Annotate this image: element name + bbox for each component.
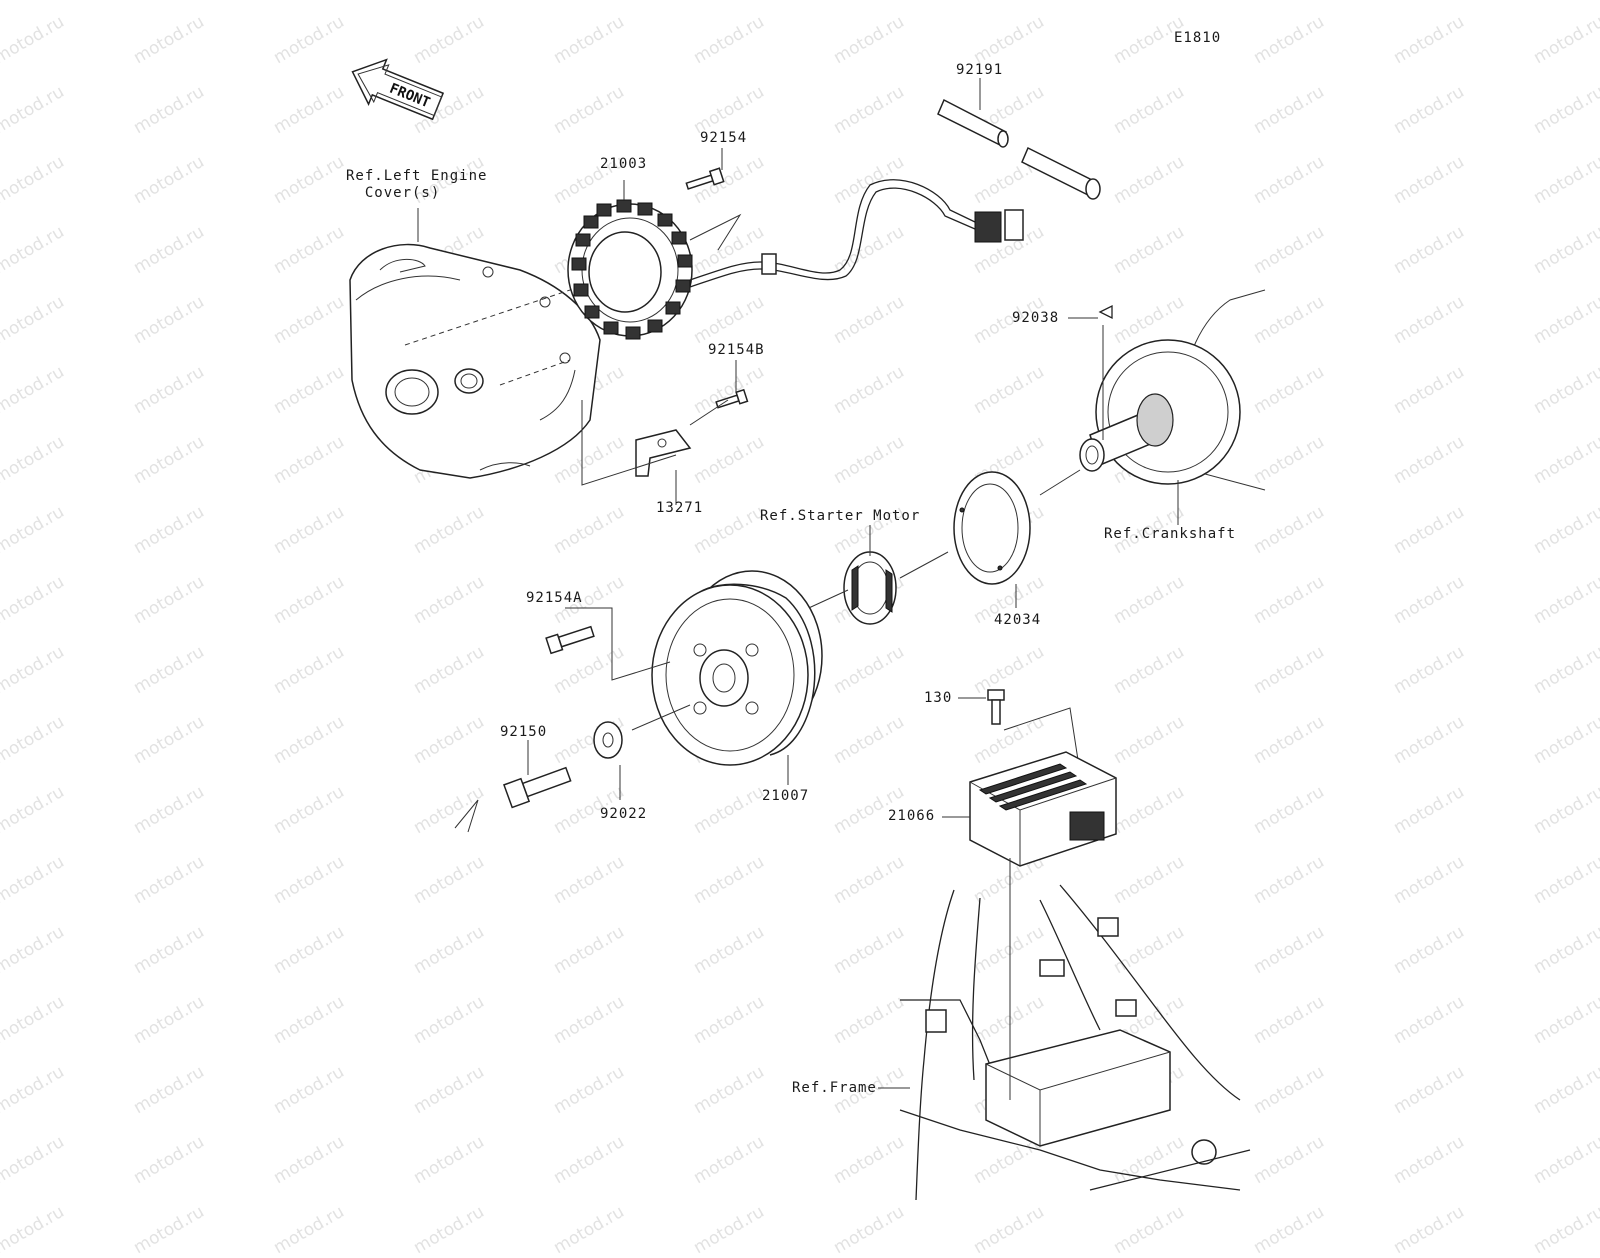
- diagram-drawing: FRONT: [349, 58, 1266, 1200]
- grommet-92191: [937, 98, 1101, 200]
- leader-line: [565, 607, 671, 681]
- front-arrow-icon: FRONT: [351, 58, 445, 121]
- label-92038: 92038: [1012, 310, 1060, 326]
- label-ref-crankshaft: Ref.Crankshaft: [1104, 526, 1237, 542]
- label-92191: 92191: [956, 62, 1004, 78]
- leader-line: [581, 400, 677, 486]
- watermark-text: motod.ru: [1250, 1201, 1328, 1258]
- label-ref-starter-motor: Ref.Starter Motor: [760, 508, 921, 524]
- diagram-code: E1810: [1174, 30, 1222, 46]
- label-92150: 92150: [500, 724, 548, 740]
- label-ref-frame: Ref.Frame: [792, 1080, 877, 1096]
- guide-line: [689, 213, 742, 251]
- watermark-text: motod.ru: [0, 1201, 68, 1258]
- watermark-text: motod.ru: [830, 1201, 908, 1258]
- watermark-text: motod.ru: [550, 1201, 628, 1258]
- guide-line: [689, 399, 729, 426]
- parts-diagram: motod.ru motod.ru motod.ru motod.ru motod.ru…: [0, 12, 1600, 1258]
- label-130: 130: [924, 690, 953, 706]
- starter-clutch: [843, 551, 897, 625]
- bolt-92154: [685, 167, 725, 190]
- bolt-92154B: [715, 388, 749, 409]
- guide-line: [404, 279, 601, 346]
- guide-line: [1039, 469, 1081, 496]
- watermark-text: motod.ru: [410, 1201, 488, 1258]
- label-ref-left-engine-cover: Ref.Left Engine Cover(s): [346, 168, 488, 201]
- watermark-text: motod.ru: [690, 1201, 768, 1258]
- stator-21003: [567, 199, 693, 340]
- watermark-text: motod.ru: [270, 1201, 348, 1258]
- label-21003: 21003: [600, 156, 648, 172]
- label-92154A: 92154A: [526, 590, 583, 606]
- label-13271: 13271: [656, 500, 704, 516]
- guide-line: [899, 551, 949, 579]
- rotor-21007: [651, 570, 823, 766]
- frame: [899, 884, 1251, 1200]
- label-21066: 21066: [888, 808, 936, 824]
- guide-line: [499, 359, 571, 386]
- regulator-21066: [969, 751, 1117, 867]
- watermark-text: motod.ru: [1390, 1201, 1468, 1258]
- bracket-13271: [635, 429, 692, 477]
- guide-line: [1003, 707, 1079, 761]
- washer-92022: [593, 721, 623, 759]
- label-92022: 92022: [600, 806, 648, 822]
- woodruff-key-92038: [1098, 304, 1113, 320]
- bolt-92150: [503, 766, 572, 809]
- watermark-text: motod.ru: [970, 1201, 1048, 1258]
- watermark-text: motod.ru: [1530, 1201, 1600, 1258]
- left-engine-cover: [349, 243, 601, 479]
- bolt-92154A: [545, 625, 595, 655]
- label-92154: 92154: [700, 130, 748, 146]
- gear-42034: [953, 471, 1031, 585]
- crankshaft: [1079, 289, 1266, 491]
- watermark-text: motod.ru: [1110, 1201, 1188, 1258]
- stator-wire-harness: [689, 179, 1024, 288]
- label-21007: 21007: [762, 788, 810, 804]
- label-42034: 42034: [994, 612, 1042, 628]
- guide-line: [631, 704, 691, 731]
- guide-line: [454, 799, 479, 833]
- bolt-130: [987, 689, 1005, 725]
- label-92154B: 92154B: [708, 342, 765, 358]
- watermark-text: motod.ru: [130, 1201, 208, 1258]
